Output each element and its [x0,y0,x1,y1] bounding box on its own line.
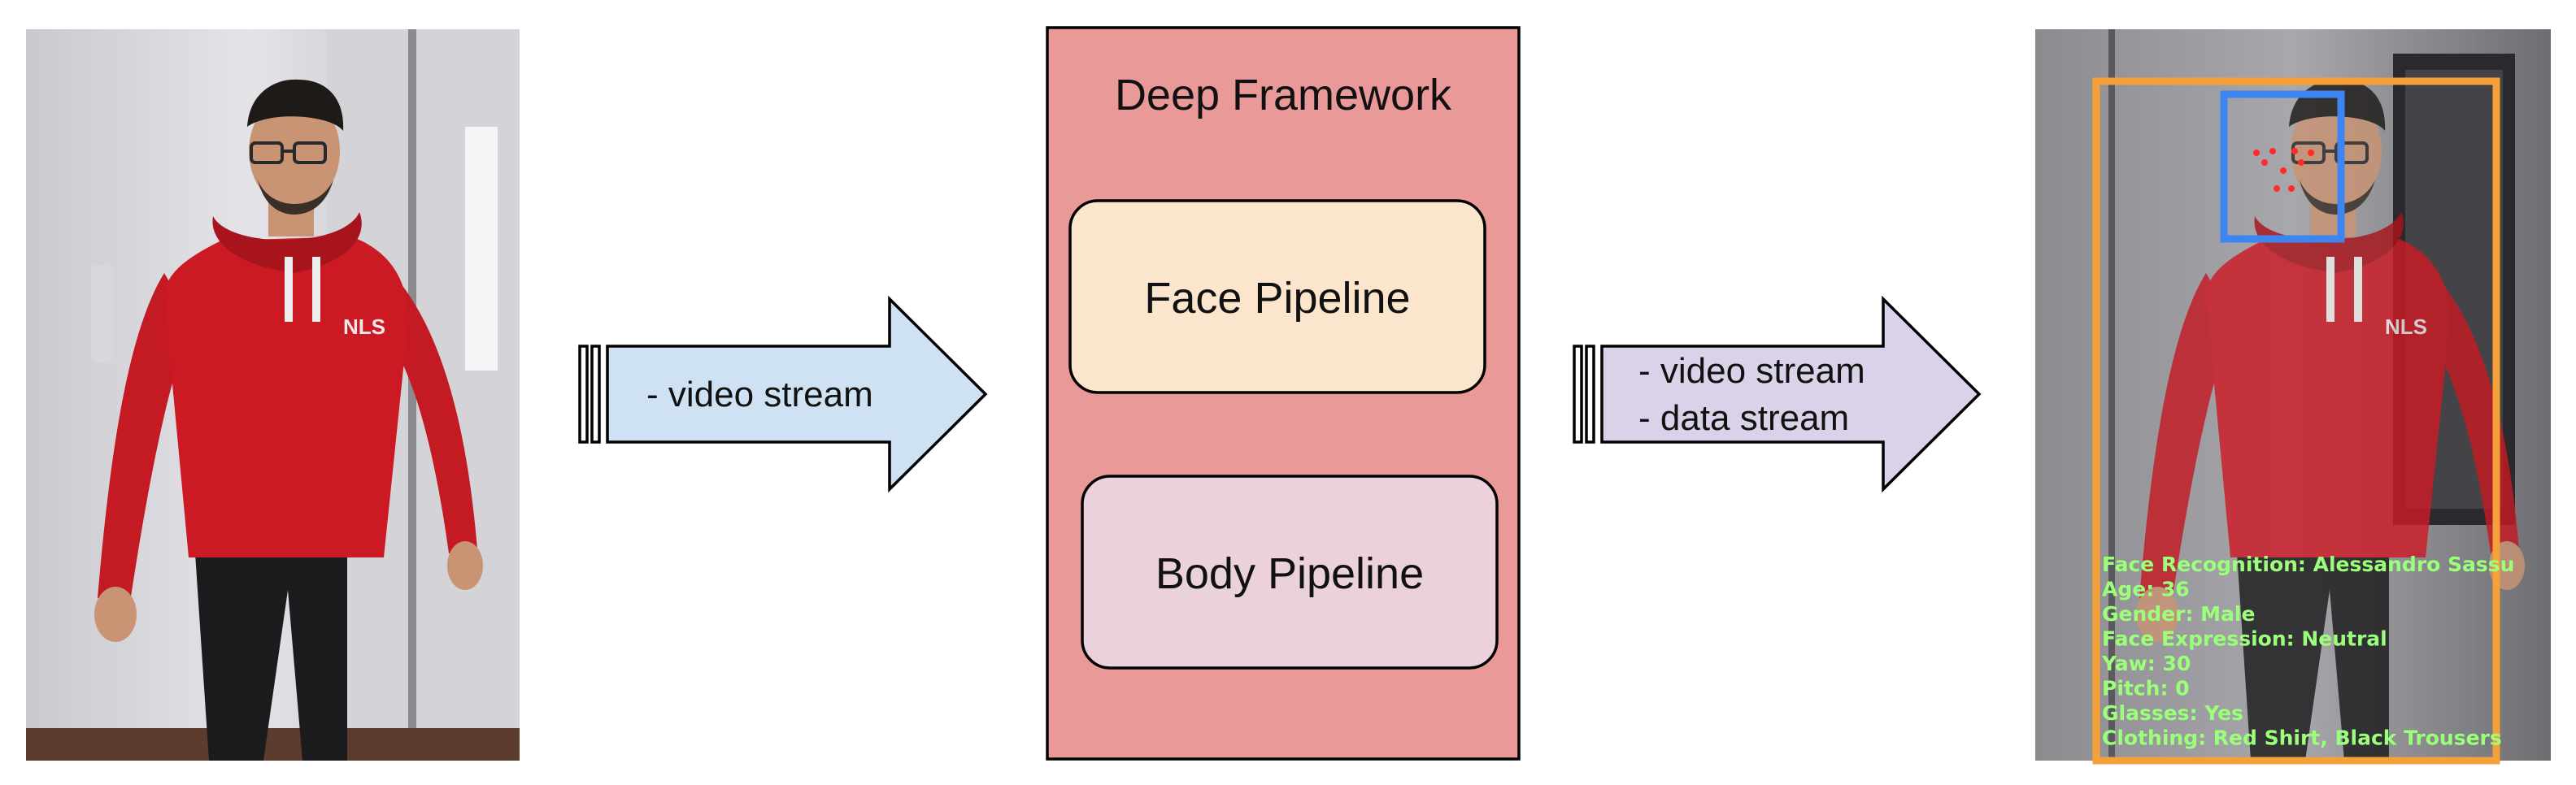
face-pipeline-box: Face Pipeline [1068,199,1486,394]
input-arrow: - video stream [578,295,988,493]
output-arrow: - video stream - data stream [1573,295,1982,493]
input-arrow-line: - video stream [646,375,873,414]
input-arrow-label: - video stream [646,375,873,414]
body-pipeline-box: Body Pipeline [1081,475,1499,670]
input-image [26,29,520,761]
overlay-line: Face Expression: Neutral [2102,627,2387,651]
overlay-line: Age: 36 [2102,578,2190,601]
output-arrow-label: - video stream - data stream [1638,351,1865,438]
overlay-line: Face Recognition: Alessandro Sassu [2102,553,2514,576]
output-arrow-line: - data stream [1638,398,1849,438]
overlay-line: Clothing: Red Shirt, Black Trousers [2102,726,2502,750]
overlay-line: Pitch: 0 [2102,677,2190,700]
overlay-line: Gender: Male [2102,602,2255,626]
output-arrow-line: - video stream [1638,351,1865,391]
overlay-line: Yaw: 30 [2101,652,2191,675]
face-detection-box [2220,90,2345,243]
framework-title: Deep Framework [1115,71,1452,119]
face-landmarks [2253,148,2314,192]
face-pipeline-label: Face Pipeline [1144,274,1410,323]
overlay-line: Glasses: Yes [2102,701,2243,725]
body-detection-box [2092,77,2500,765]
body-pipeline-label: Body Pipeline [1155,549,1424,598]
